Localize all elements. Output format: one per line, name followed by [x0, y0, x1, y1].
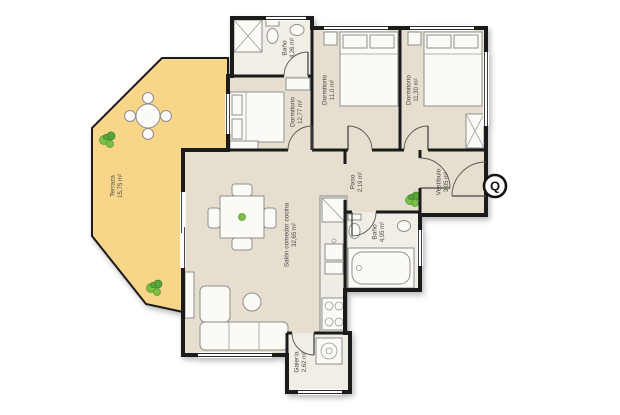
- terrace-table-and-chairs: [124, 92, 172, 140]
- door-swings: [283, 51, 487, 356]
- room-label-paso: Paso 2,19 m²: [350, 172, 365, 192]
- svg-text:Galería: Galería: [294, 351, 301, 373]
- logo-circle: [482, 173, 508, 199]
- room-label-dormitorio3: Dormitorio 11,30 m²: [406, 75, 421, 105]
- sofa: [199, 285, 289, 351]
- brand-logo: Q: [482, 173, 508, 199]
- room-label-terraza: Terraza 15,75 m²: [110, 174, 125, 198]
- room-label-vestibulo: Vestíbulo 3,05 m²: [436, 168, 451, 195]
- svg-text:Baño: Baño: [282, 40, 289, 56]
- room-label-salon: Salón comedor cocina 32,65 m²: [284, 202, 299, 267]
- dresser: [285, 77, 311, 91]
- svg-text:4,26 m²: 4,26 m²: [290, 38, 296, 58]
- bed-double: [339, 31, 399, 107]
- wardrobe: [465, 113, 485, 149]
- kitchen-sink: [324, 238, 344, 275]
- shower: [233, 19, 263, 53]
- svg-text:4,95 m²: 4,95 m²: [380, 222, 386, 242]
- room-label-dormitorio2: Dormitorio 11,0 m²: [322, 75, 337, 105]
- tv-bench: [184, 271, 195, 319]
- coffee-table: [242, 292, 262, 312]
- svg-text:15,75 m²: 15,75 m²: [118, 174, 124, 198]
- svg-text:2,62 m²: 2,62 m²: [302, 352, 308, 372]
- room-vestibulo-floor: [420, 150, 486, 215]
- bench: [229, 140, 259, 150]
- fridge: [321, 197, 346, 223]
- room-label-dormitorio1: Dormitorio 12,77 m²: [290, 97, 305, 127]
- bed-double: [423, 31, 483, 107]
- room-label-galeria: Galería 2,62 m²: [294, 351, 309, 373]
- plant-icon: [146, 279, 163, 296]
- dining-table: [207, 183, 277, 251]
- toilet: [265, 19, 280, 44]
- svg-text:11,0 m²: 11,0 m²: [330, 80, 336, 100]
- svg-text:32,65 m²: 32,65 m²: [292, 223, 298, 247]
- plant-icon: [99, 131, 116, 148]
- plant-icon: [405, 191, 421, 207]
- washing-machine: [315, 337, 343, 365]
- floor-plan: Terraza 15,75 m² Salón comedor cocina 32…: [91, 15, 489, 395]
- svg-text:Dormitorio: Dormitorio: [322, 75, 329, 105]
- windows: [180, 15, 489, 395]
- nightstand: [323, 31, 338, 46]
- svg-text:Dormitorio: Dormitorio: [290, 97, 297, 127]
- svg-text:Paso: Paso: [350, 174, 357, 189]
- svg-text:2,19 m²: 2,19 m²: [358, 172, 364, 192]
- svg-text:Baño: Baño: [372, 224, 379, 240]
- bed-double: [229, 91, 285, 143]
- room-label-bano2: Baño 4,95 m²: [372, 222, 387, 242]
- svg-text:11,30 m²: 11,30 m²: [414, 78, 420, 101]
- svg-text:Dormitorio: Dormitorio: [406, 75, 413, 105]
- svg-text:3,05 m²: 3,05 m²: [444, 172, 450, 192]
- room-label-bano1: Baño 4,26 m²: [282, 38, 297, 58]
- cooktop: [321, 297, 346, 331]
- nightstand: [407, 31, 422, 46]
- sink: [289, 24, 305, 36]
- svg-text:Terraza: Terraza: [110, 175, 117, 197]
- svg-text:Salón comedor cocina: Salón comedor cocina: [284, 202, 291, 267]
- sink: [397, 220, 411, 232]
- bathtub: [347, 247, 415, 289]
- room-terraza-floor: [92, 58, 228, 312]
- logo-letter: Q: [490, 179, 500, 194]
- svg-text:12,77 m²: 12,77 m²: [298, 100, 304, 124]
- svg-text:Vestíbulo: Vestíbulo: [436, 168, 443, 195]
